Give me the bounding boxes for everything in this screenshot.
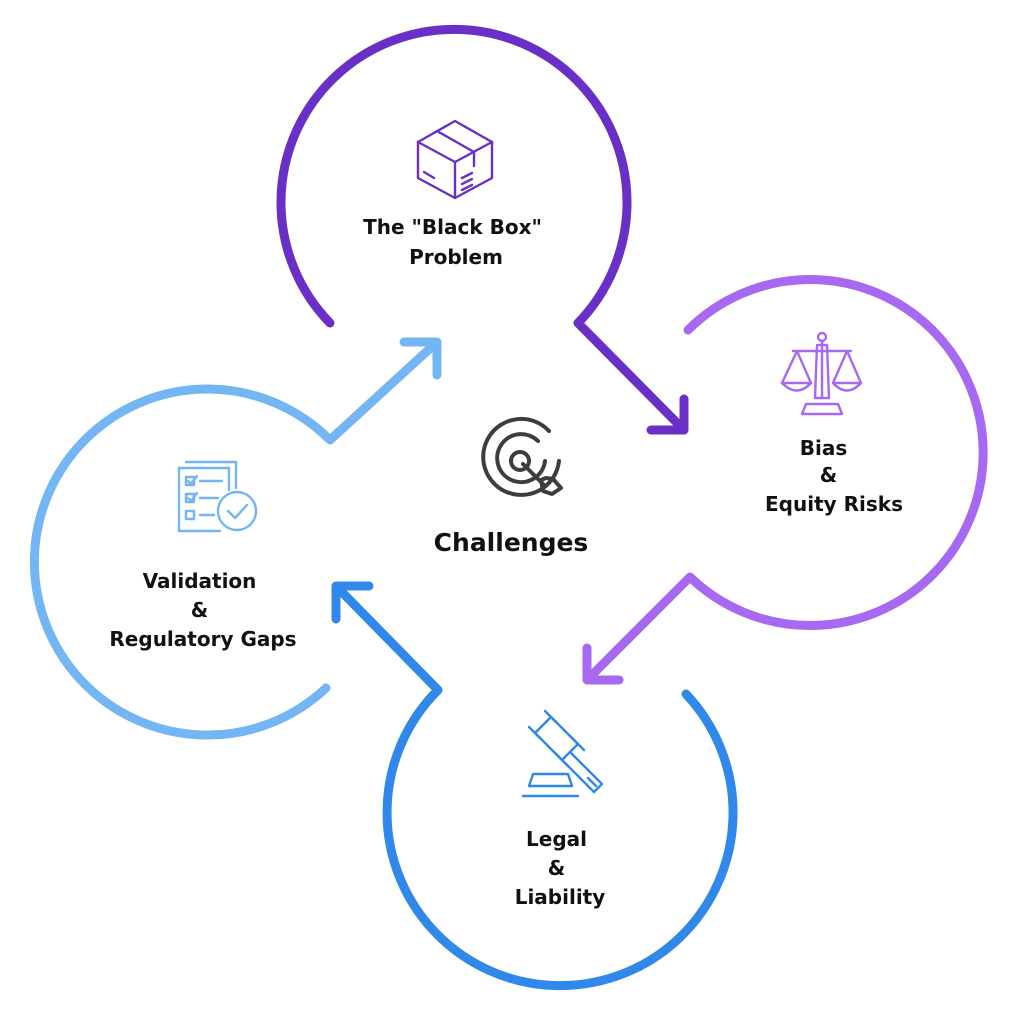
target-icon: [481, 416, 563, 497]
center-label: Challenges: [434, 528, 589, 557]
label-legal-liability-line-1: Legal: [526, 827, 587, 851]
label-bias-equity-line-2: &: [820, 463, 837, 487]
label-legal-liability: Legal & Liability: [515, 827, 606, 909]
arc-legal-liability: [331, 581, 738, 991]
label-validation-regulatory: Validation & Regulatory Gaps: [109, 569, 296, 651]
arc-bias-equity: [582, 275, 988, 685]
label-legal-liability-line-3: Liability: [515, 885, 606, 909]
label-validation-regulatory-line-3: Regulatory Gaps: [109, 627, 296, 651]
label-black-box-line-1: The "Black Box": [363, 215, 542, 239]
checklist-icon: [177, 460, 258, 533]
arc-validation-regulatory: [29, 337, 442, 740]
package-box-icon: [416, 119, 494, 200]
label-legal-liability-line-2: &: [548, 856, 565, 880]
label-validation-regulatory-line-1: Validation: [143, 569, 257, 593]
arc-black-box: [276, 24, 689, 435]
label-black-box: The "Black Box" Problem: [363, 215, 549, 269]
label-bias-equity-line-1: Bias: [800, 436, 848, 460]
label-bias-equity: Bias & Equity Risks: [765, 436, 903, 516]
label-validation-regulatory-line-2: &: [191, 598, 208, 622]
label-black-box-line-2: Problem: [409, 245, 503, 269]
label-bias-equity-line-3: Equity Risks: [765, 492, 903, 516]
balance-scale-icon: [780, 331, 863, 416]
gavel-icon: [521, 709, 604, 798]
